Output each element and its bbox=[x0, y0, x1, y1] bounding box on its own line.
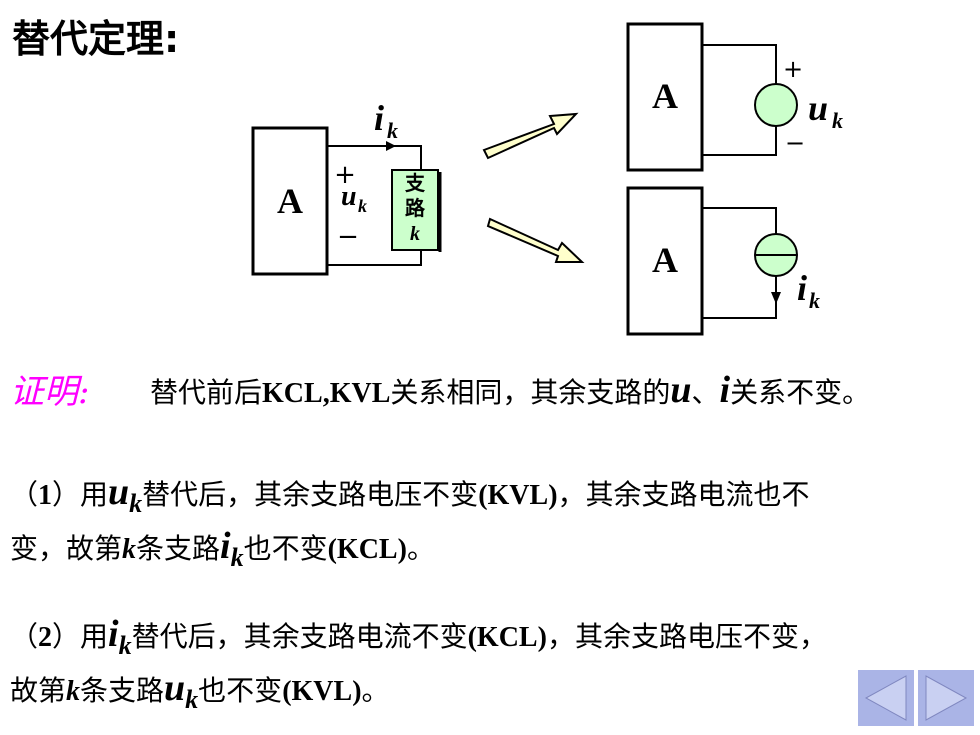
branch-k-label-1: 支 bbox=[405, 171, 426, 195]
current-ik-right-k: k bbox=[809, 288, 820, 313]
next-arrow-icon bbox=[925, 675, 968, 721]
plus-left: + bbox=[334, 160, 356, 190]
current-arrowhead-left bbox=[386, 141, 396, 151]
network-label-left: A bbox=[277, 181, 303, 221]
bottom-right-wires bbox=[702, 207, 777, 319]
top-right-wires bbox=[702, 44, 777, 156]
text-line-4: （2）用ik替代后，其余支路电流不变(KCL)，其余支路电压不变， bbox=[10, 613, 827, 660]
left-wires bbox=[327, 145, 422, 266]
network-box-top-right bbox=[626, 22, 704, 172]
voltage-uk-left-k: k bbox=[358, 196, 367, 216]
branch-k-box bbox=[391, 169, 439, 251]
prev-arrow-icon bbox=[864, 675, 907, 721]
text-line-3: 变，故第k条支路ik也不变(KCL)。 bbox=[10, 525, 435, 572]
network-label-top-right: A bbox=[652, 76, 678, 116]
plus-top-right: + bbox=[783, 55, 803, 83]
voltage-uk-right-u: u bbox=[808, 88, 828, 128]
current-ik-left-k: k bbox=[387, 118, 398, 143]
network-label-bottom-right: A bbox=[652, 240, 678, 280]
current-source-arrowhead bbox=[771, 292, 781, 304]
text-line-2: （1）用uk替代后，其余支路电压不变(KVL)，其余支路电流也不 bbox=[10, 471, 810, 518]
substitution-diagram: A 支 路 k i k + u k − A + u k − A i k bbox=[251, 22, 843, 336]
branch-k-label-2: 路 bbox=[405, 196, 426, 220]
voltage-uk-left-u: u bbox=[341, 181, 357, 212]
text-line-5: 故第k条支路uk也不变(KVL)。 bbox=[10, 667, 390, 714]
arrow-down-right bbox=[486, 217, 585, 263]
network-box-bottom-right bbox=[626, 186, 704, 336]
slide-navigation bbox=[858, 670, 974, 726]
minus-left: − bbox=[337, 222, 359, 252]
arrow-up-right bbox=[482, 112, 579, 160]
branch-k-label-3: k bbox=[410, 223, 420, 245]
current-ik-left-i: i bbox=[374, 98, 384, 138]
page-title: 替代定理: bbox=[12, 17, 180, 61]
proof-label: 证明: bbox=[10, 372, 90, 412]
minus-top-right: − bbox=[785, 129, 805, 157]
current-ik-right-i: i bbox=[797, 268, 807, 308]
voltage-source bbox=[754, 83, 798, 127]
voltage-uk-right-k: k bbox=[832, 108, 843, 133]
network-box-left bbox=[251, 126, 329, 276]
text-line-1: 替代前后KCL,KVL关系相同，其余支路的u、i关系不变。 bbox=[150, 369, 871, 411]
